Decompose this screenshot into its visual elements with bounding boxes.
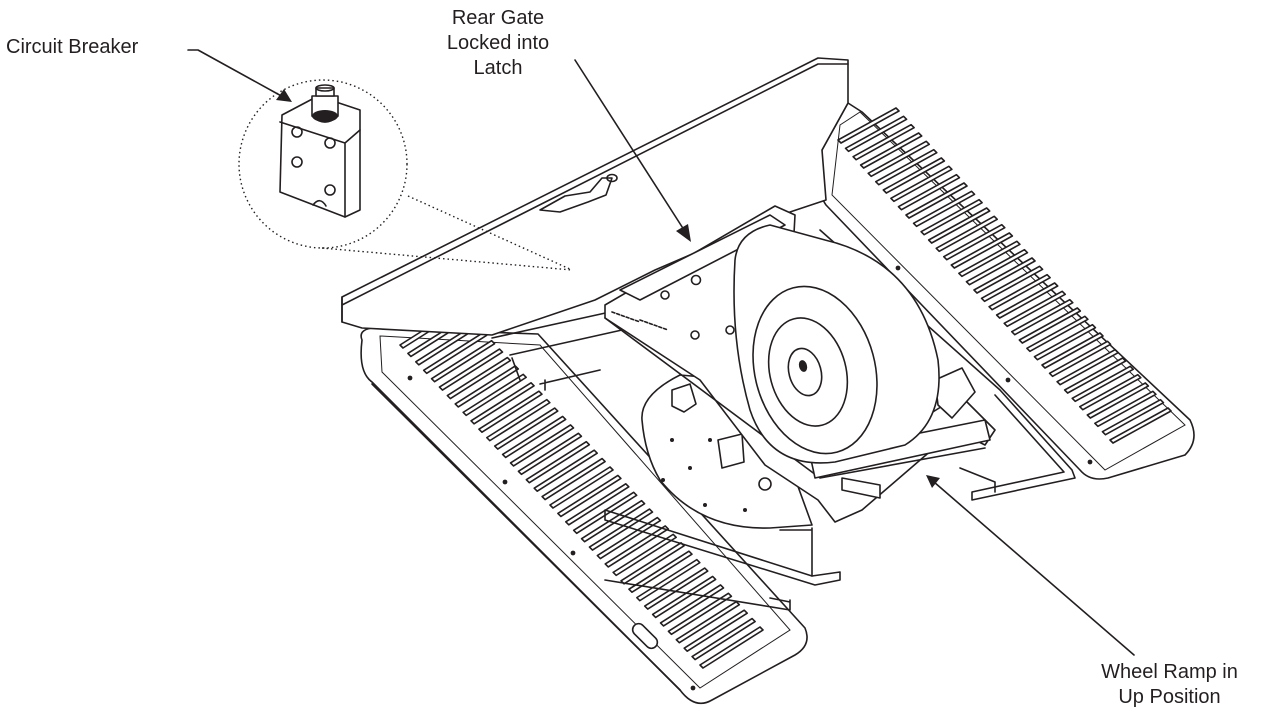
tread-lug (935, 215, 999, 253)
tread-lug (1003, 290, 1067, 328)
tread-lug (501, 415, 567, 459)
tread-lug (612, 533, 677, 577)
tread-lug (564, 483, 630, 526)
tread-lug (890, 165, 953, 203)
tread-lug (580, 499, 646, 543)
tread-lug (683, 609, 749, 652)
tread-lug (980, 265, 1044, 303)
tread-lug (493, 407, 559, 450)
tread-lug (837, 107, 900, 144)
tread-lug (557, 474, 622, 518)
tread-lug (462, 373, 527, 417)
tread-lug (995, 282, 1059, 319)
tread-lug (942, 223, 1006, 261)
right-track (818, 102, 1195, 480)
tread-lug (1026, 315, 1089, 353)
tread-lug (509, 424, 575, 467)
tread-lug (1018, 307, 1082, 344)
tread-lug (1010, 298, 1074, 336)
tread-lug (1094, 390, 1157, 428)
tread-lug (852, 123, 915, 161)
gate-callout-arrow (574, 59, 691, 242)
tread-lug (912, 190, 976, 228)
callout-arrows (187, 49, 1135, 656)
tread-lug (950, 232, 1014, 269)
tread-lug (438, 348, 504, 391)
tread-lug (1071, 365, 1135, 403)
rear-gate-label-line: Rear Gate (451, 7, 545, 29)
tread-lug (667, 592, 733, 636)
tread-lug (965, 248, 1029, 286)
wheel-ramp-label-line: Wheel Ramp in (1101, 661, 1238, 683)
tread-lug (844, 115, 908, 153)
tread-lug (920, 198, 983, 236)
tread-lug (1048, 340, 1112, 378)
tread-lug (1078, 373, 1142, 411)
tread-lug (470, 381, 535, 425)
tread-lug (486, 398, 551, 442)
tread-lug (927, 207, 991, 244)
tread-lug (636, 558, 701, 602)
tread-lug (1063, 357, 1127, 394)
rear-gate-label: Rear Gate Locked into Latch (418, 6, 578, 81)
wheel (733, 224, 940, 464)
frame (491, 229, 1076, 611)
tread-lug (699, 626, 764, 669)
tread-lug (651, 575, 717, 619)
tread-lug (659, 584, 725, 627)
tread-lug (604, 525, 670, 568)
tread-lug (988, 273, 1051, 311)
circuit-breaker-detail (238, 79, 573, 271)
tread-lug (454, 365, 520, 408)
tread-lug (1109, 407, 1172, 444)
tread-lug (1056, 348, 1119, 386)
tread-lug (905, 182, 968, 219)
tread-lug (1041, 332, 1104, 369)
tread-lug (1033, 323, 1097, 361)
tread-lug (1086, 382, 1150, 419)
tread-lug (525, 440, 591, 484)
tread-lug (533, 449, 599, 492)
tread-lug (874, 148, 938, 186)
wheel-ramp-label: Wheel Ramp in Up Position (1072, 660, 1267, 710)
circuit-breaker-label: Circuit Breaker (6, 36, 139, 58)
tread-lug (1101, 398, 1165, 436)
tread-lug (691, 617, 756, 661)
brand-logo (539, 173, 618, 213)
tread-lug (628, 550, 693, 594)
tread-lug (478, 390, 543, 434)
left-track (360, 306, 808, 705)
tread-lug (430, 339, 496, 383)
tread-lug (541, 457, 606, 501)
tread-lug (867, 140, 931, 178)
breaker-callout-arrow (187, 49, 292, 102)
ramp-callout-arrow (926, 475, 1135, 656)
tread-lug (859, 132, 923, 169)
rear-gate-label-line: Locked into (446, 32, 550, 54)
wheel-ramp-label-line: Up Position (1118, 686, 1221, 708)
tread-lug (446, 356, 512, 400)
rear-gate-label-line: Latch (473, 57, 523, 79)
tread-lug (882, 157, 946, 194)
tread-lug (643, 567, 709, 610)
tread-lug (897, 173, 961, 211)
tread-lug (675, 600, 741, 644)
tread-lug (958, 240, 1021, 278)
tread-lug (973, 257, 1036, 294)
tread-lug (549, 466, 614, 509)
tread-lug (517, 432, 583, 476)
